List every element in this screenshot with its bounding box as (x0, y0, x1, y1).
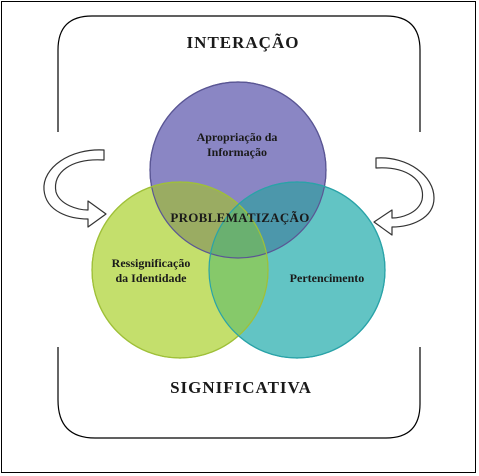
top-label: INTERAÇÃO (187, 33, 300, 52)
outer-bracket-top (57, 15, 421, 132)
circle-top-label-line1: Apropriação da (197, 130, 278, 144)
circle-right-outline (208, 181, 386, 359)
overlap-all (209, 182, 268, 258)
circle-right-label: Pertencimento (290, 271, 365, 285)
curved-arrow-left-icon (373, 157, 435, 236)
center-label: PROBLEMATIZAÇÃO (170, 210, 309, 225)
circle-left-label-line1: Ressignificação (112, 256, 191, 270)
circle-left-outline (91, 181, 269, 359)
circle-top-outline (149, 81, 327, 259)
bottom-label: SIGNIFICATIVA (170, 378, 312, 397)
outer-bracket-bottom (57, 347, 421, 439)
circle-top-label-line2: Informação (207, 145, 267, 159)
circle-left-label-line2: da Identidade (115, 271, 187, 285)
curved-arrow-right-icon (43, 149, 107, 228)
